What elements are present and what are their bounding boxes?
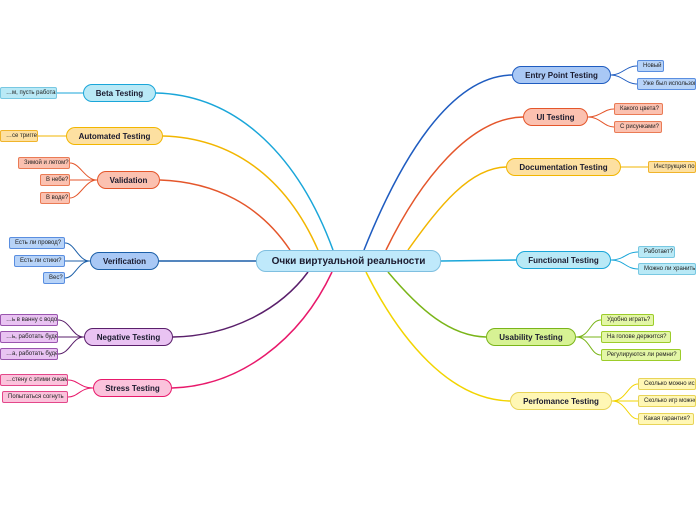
- leaf-functional-1[interactable]: Работает?: [638, 246, 675, 258]
- leaf-automated-1[interactable]: …се триггеры: [0, 130, 38, 142]
- node-negative-testing[interactable]: Negative Testing: [84, 328, 173, 346]
- leaf-validation-2[interactable]: В небе?: [40, 174, 70, 186]
- leaf-stress-2[interactable]: Попытаться согнуть: [2, 391, 68, 403]
- link-usability: [387, 271, 487, 338]
- leaf-beta-1[interactable]: …м, пусть работают: [0, 87, 57, 99]
- leaf-verification-3[interactable]: Вес?: [43, 272, 65, 284]
- leaf-performance-1[interactable]: Сколько можно ис…: [638, 378, 696, 390]
- leaf-usability-3[interactable]: Регулируются ли ремни?: [601, 349, 681, 361]
- node-entry-point-testing[interactable]: Entry Point Testing: [512, 66, 611, 84]
- leaf-usability-2[interactable]: На голове держится?: [601, 331, 671, 343]
- leaf-negative-3[interactable]: …а, работать будет?: [0, 348, 58, 360]
- leaf-usability-1[interactable]: Удобно играть?: [601, 314, 654, 326]
- node-automated-testing[interactable]: Automated Testing: [66, 127, 163, 145]
- node-verification[interactable]: Verification: [90, 252, 159, 270]
- link-beta: [155, 92, 334, 251]
- node-documentation-testing[interactable]: Documentation Testing: [506, 158, 621, 176]
- link-entry: [363, 74, 513, 251]
- link-functional: [440, 259, 517, 262]
- link-ui: [385, 116, 524, 251]
- node-performance-testing[interactable]: Perfomance Testing: [510, 392, 612, 410]
- leaf-validation-1[interactable]: Зимой и летом?: [18, 157, 70, 169]
- central-topic[interactable]: Очки виртуальной реальности: [256, 250, 441, 272]
- leaf-performance-3[interactable]: Какая гарантия?: [638, 413, 694, 425]
- node-validation[interactable]: Validation: [97, 171, 160, 189]
- node-ui-testing[interactable]: UI Testing: [523, 108, 588, 126]
- leaf-performance-2[interactable]: Сколько игр можно…: [638, 395, 696, 407]
- leaf-stress-1[interactable]: …стену с этими очками?: [0, 374, 68, 386]
- node-functional-testing[interactable]: Functional Testing: [516, 251, 611, 269]
- link-stress: [171, 271, 333, 389]
- link-performance: [365, 271, 511, 402]
- leaf-negative-1[interactable]: …ь в ванну с водой!: [0, 314, 58, 326]
- leaf-entry-2[interactable]: Уже был использова…: [637, 78, 696, 90]
- link-automated: [162, 135, 319, 251]
- link-validation: [159, 179, 291, 251]
- leaf-verification-1[interactable]: Есть ли провод?: [9, 237, 65, 249]
- leaf-ui-1[interactable]: Какого цвета?: [614, 103, 663, 115]
- leaf-ui-2[interactable]: С рисунками?: [614, 121, 662, 133]
- link-negative: [172, 271, 309, 338]
- leaf-negative-2[interactable]: …ь, работать будет?: [0, 331, 58, 343]
- node-stress-testing[interactable]: Stress Testing: [93, 379, 172, 397]
- leaf-validation-3[interactable]: В воде?: [40, 192, 70, 204]
- leaf-functional-2[interactable]: Можно ли хранить…: [638, 263, 696, 275]
- leaf-documentation-1[interactable]: Инструкция по…: [648, 161, 696, 173]
- leaf-entry-1[interactable]: Новый: [637, 60, 664, 72]
- leaf-verification-2[interactable]: Есть ли стики?: [14, 255, 65, 267]
- node-usability-testing[interactable]: Usability Testing: [486, 328, 576, 346]
- link-documentation: [407, 166, 507, 251]
- node-beta-testing[interactable]: Beta Testing: [83, 84, 156, 102]
